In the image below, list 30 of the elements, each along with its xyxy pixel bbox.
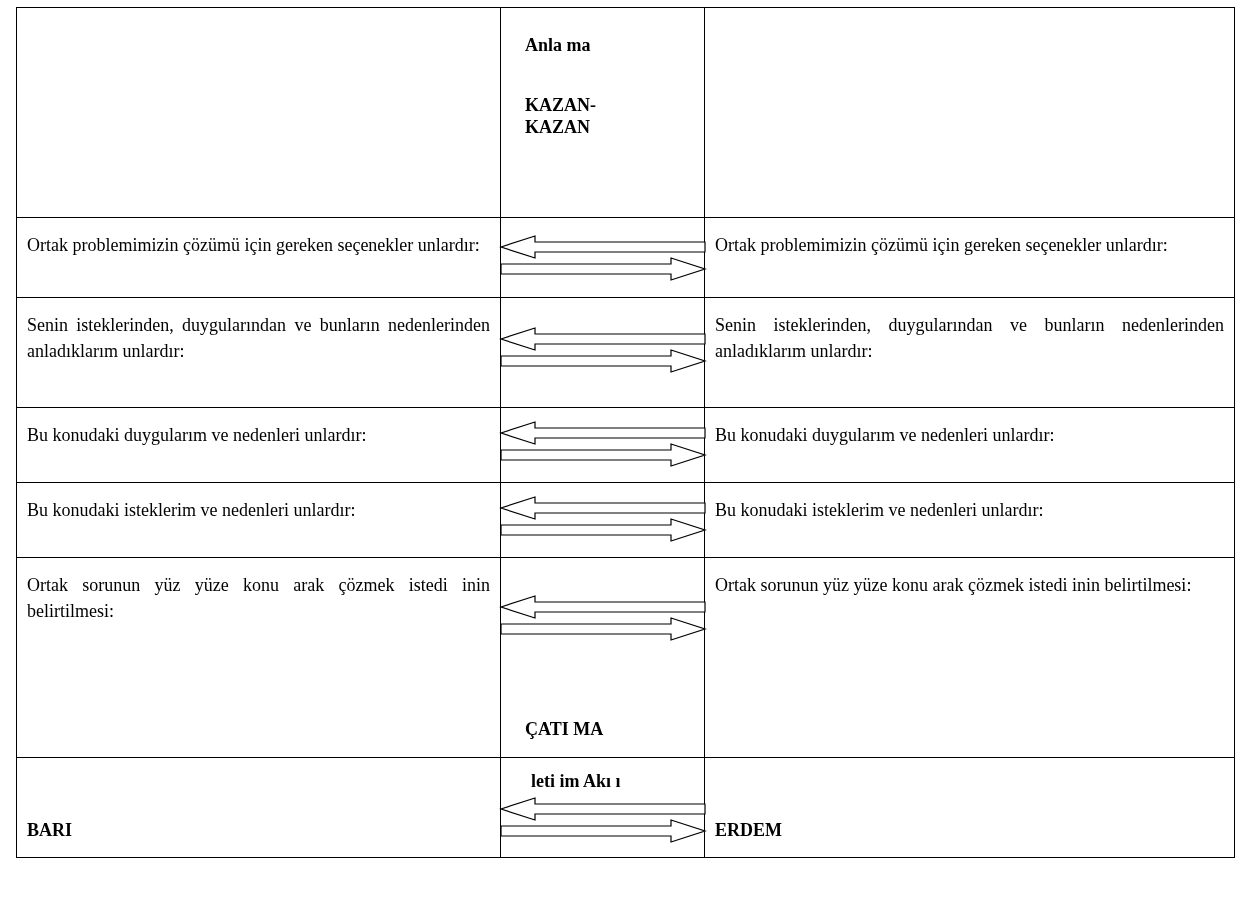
column-heading: Anla ma — [525, 34, 592, 56]
cell-text: Ortak problemimizin çözümü için gereken seçenekler unlardır: — [27, 234, 481, 257]
cell-text: Bu konudaki isteklerim ve nedenleri unlardır: — [27, 499, 357, 522]
hollow-arrow — [499, 235, 706, 259]
hollow-arrow — [500, 257, 707, 281]
cell-text: ERDEM — [715, 819, 783, 842]
column-heading: KAZAN-KAZAN — [525, 94, 597, 138]
cell-text: Bu konudaki duygularım ve nedenleri unlardır: — [715, 424, 1056, 447]
cell-text: Ortak sorunun yüz yüze konu arak çözmek istedi inin belirtilmesi: — [715, 574, 1193, 597]
hollow-arrow — [499, 496, 706, 520]
column-heading: ÇATI MA — [525, 718, 605, 740]
hollow-arrow — [499, 421, 706, 445]
table-cell — [704, 757, 1235, 858]
cell-text: Senin isteklerinden, duygularından ve bunların nedenlerinden anladıklarım unlardır: — [27, 314, 490, 363]
column-heading: leti im Akı ı — [531, 770, 622, 792]
hollow-arrow — [500, 819, 707, 843]
hollow-arrow — [500, 349, 707, 373]
hollow-arrow — [499, 327, 706, 351]
hollow-arrow — [500, 617, 707, 641]
table-cell — [16, 757, 501, 858]
hollow-arrow — [500, 443, 707, 467]
cell-text: BARI — [27, 819, 73, 842]
cell-text: Bu konudaki isteklerim ve nedenleri unlardır: — [715, 499, 1045, 522]
cell-text: Bu konudaki duygularım ve nedenleri unlardır: — [27, 424, 368, 447]
cell-text: Ortak sorunun yüz yüze konu arak çözmek istedi inin belirtilmesi: — [27, 574, 490, 623]
hollow-arrow — [499, 797, 706, 821]
cell-text: Senin isteklerinden, duygularından ve bunların nedenlerinden anladıklarım unlardır: — [715, 314, 1224, 363]
hollow-arrow — [499, 595, 706, 619]
cell-text: Ortak problemimizin çözümü için gereken seçenekler unlardır: — [715, 234, 1169, 257]
hollow-arrow — [500, 518, 707, 542]
